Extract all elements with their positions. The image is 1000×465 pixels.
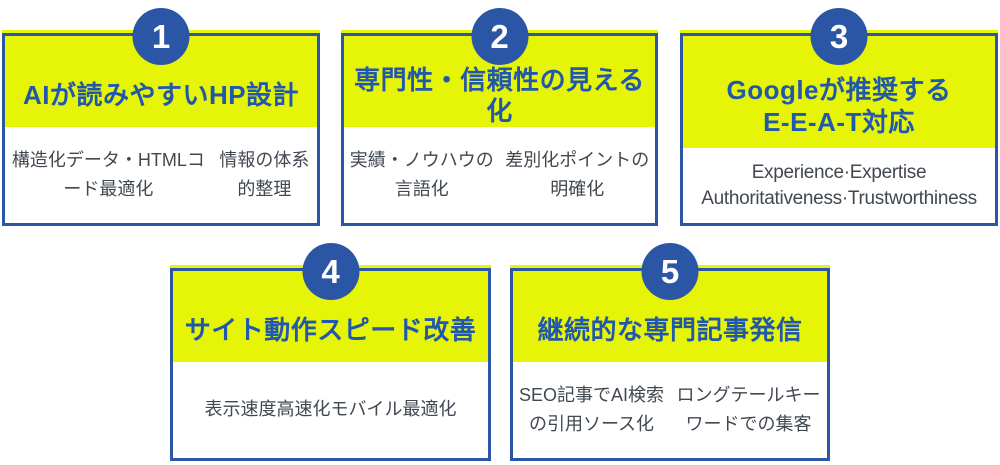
description-line: 実績・ノウハウの言語化 xyxy=(349,149,494,199)
card-title-line-1: Googleが推奨する xyxy=(726,75,952,106)
step-number: 5 xyxy=(660,252,680,290)
description-line: モバイル最適化 xyxy=(330,399,457,420)
card-ai-readable-hp-design: 1 AIが読みやすいHP設計 構造化データ・HTMLコード最適化 情報の体系的整… xyxy=(2,8,320,226)
description-line: 情報の体系的整理 xyxy=(219,149,310,199)
description-line: SEO記事でAI検索の引用ソース化 xyxy=(519,384,665,434)
description-line: Experience·Expertise xyxy=(751,161,927,183)
step-number: 4 xyxy=(321,252,340,290)
card-1-description: 構造化データ・HTMLコード最適化 情報の体系的整理 xyxy=(5,127,317,223)
step-5-number-badge: 5 xyxy=(641,243,699,300)
step-1-number-badge: 1 xyxy=(132,8,190,65)
step-3-number-badge: 3 xyxy=(810,8,868,65)
card-title: 専門性・信頼性の見える化 xyxy=(354,64,645,126)
step-number: 3 xyxy=(829,17,849,55)
description-line: Authoritativeness·Trustworthiness xyxy=(701,187,977,209)
step-number: 1 xyxy=(151,17,171,55)
card-2-title-band: 専門性・信頼性の見える化 xyxy=(344,36,655,127)
step-4-number-badge: 4 xyxy=(302,243,359,300)
card-title-line-2: E-E-A-T対応 xyxy=(763,106,915,137)
description-line: 構造化データ・HTMLコード最適化 xyxy=(11,149,205,199)
step-number: 2 xyxy=(490,17,509,55)
card-title: 継続的な専門記事発信 xyxy=(537,315,803,346)
description-line: 表示速度高速化 xyxy=(204,399,331,420)
card-4-description: 表示速度高速化 モバイル最適化 xyxy=(173,362,488,458)
description-line: 差別化ポイントの明確化 xyxy=(505,149,650,199)
card-title: AIが読みやすいHP設計 xyxy=(22,80,300,111)
card-5-description: SEO記事でAI検索の引用ソース化 ロングテールキーワードでの集客 xyxy=(513,362,827,458)
card-title: サイト動作スピード改善 xyxy=(184,315,477,346)
card-site-speed-improvement: 4 サイト動作スピード改善 表示速度高速化 モバイル最適化 xyxy=(170,243,491,461)
card-2-description: 実績・ノウハウの言語化 差別化ポイントの明確化 xyxy=(344,127,655,223)
card-expertise-trust-visibility: 2 専門性・信頼性の見える化 実績・ノウハウの言語化 差別化ポイントの明確化 xyxy=(341,8,658,226)
description-line: ロングテールキーワードでの集客 xyxy=(676,384,821,434)
step-2-number-badge: 2 xyxy=(471,8,528,65)
card-continuous-expert-articles: 5 継続的な専門記事発信 SEO記事でAI検索の引用ソース化 ロングテールキーワ… xyxy=(510,243,830,461)
